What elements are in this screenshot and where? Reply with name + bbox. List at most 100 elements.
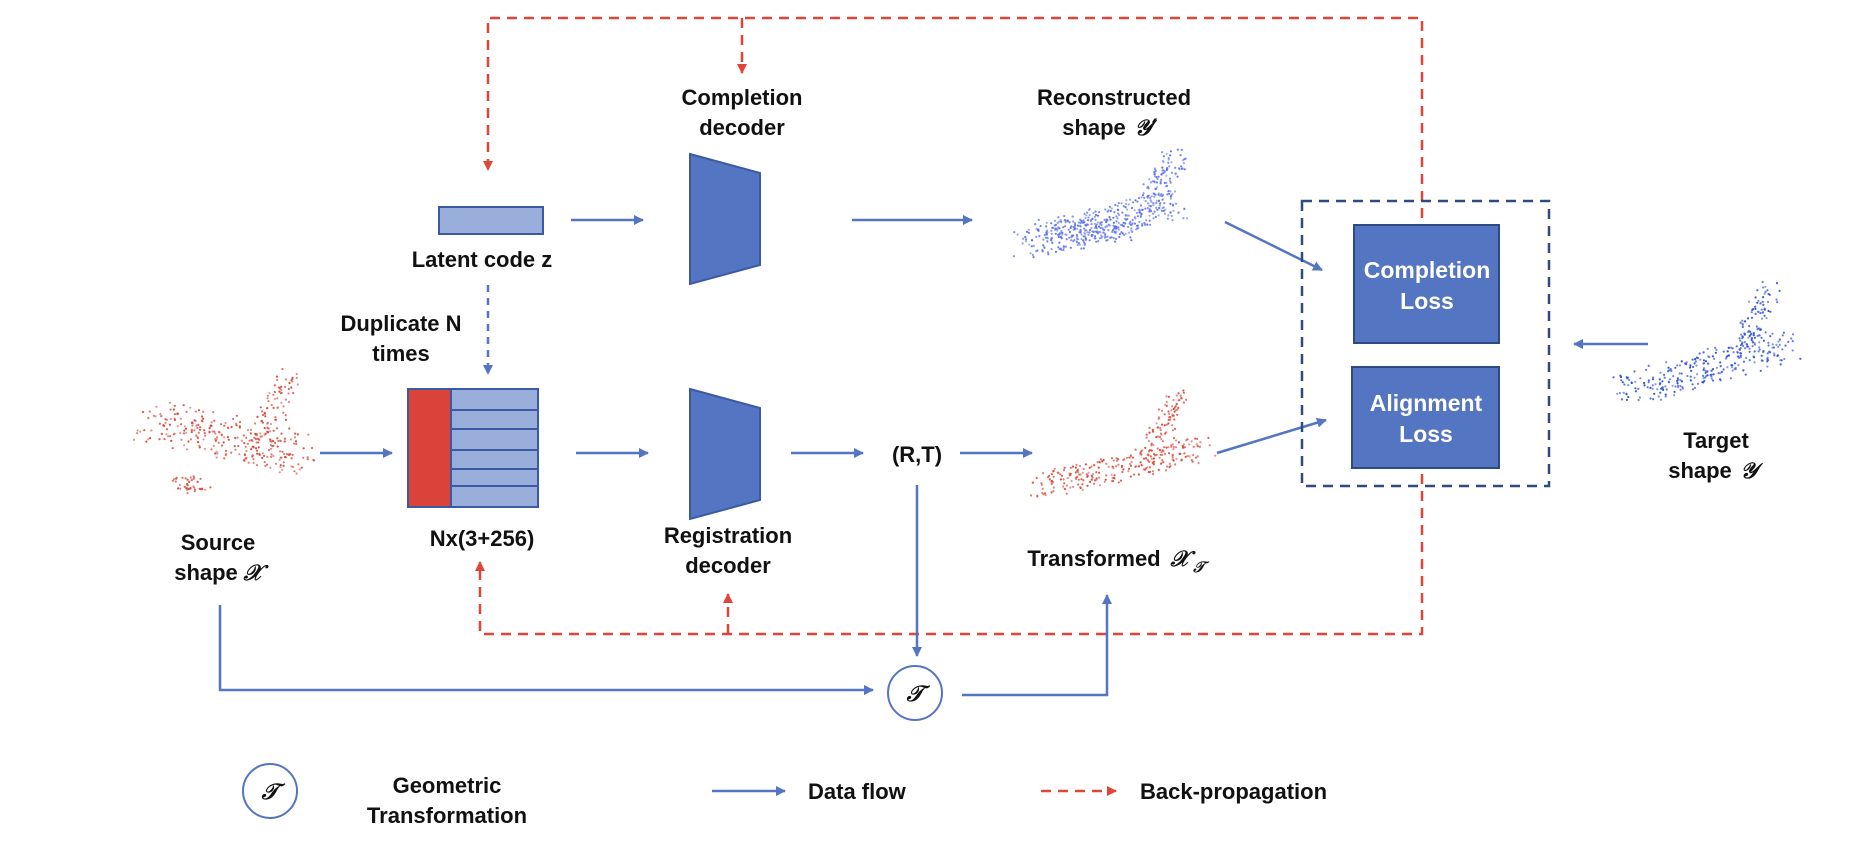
point: [1152, 204, 1155, 207]
point: [1147, 439, 1150, 442]
target-shape-label-2: shape: [1668, 458, 1732, 483]
point: [1060, 474, 1064, 477]
point: [1156, 177, 1159, 180]
point: [172, 408, 175, 411]
point: [1663, 373, 1666, 376]
point: [236, 436, 239, 439]
point: [1191, 460, 1194, 463]
point: [1077, 478, 1080, 481]
point: [182, 404, 185, 407]
point: [215, 456, 218, 459]
point: [1152, 217, 1155, 220]
point: [1691, 383, 1694, 386]
point: [1105, 218, 1108, 221]
point: [1706, 347, 1709, 350]
point: [1714, 351, 1717, 354]
point: [1052, 486, 1055, 489]
point: [1680, 372, 1683, 375]
point: [1115, 215, 1118, 218]
point: [1104, 226, 1107, 229]
point: [312, 458, 315, 461]
point: [1024, 240, 1027, 243]
point: [186, 483, 189, 486]
point: [1150, 442, 1153, 445]
point: [1750, 332, 1753, 335]
point: [1652, 398, 1655, 401]
point: [294, 432, 297, 435]
point: [1781, 348, 1784, 351]
point: [281, 468, 284, 471]
point: [1654, 383, 1657, 386]
point: [1627, 395, 1630, 399]
point: [1073, 226, 1076, 229]
point: [1124, 222, 1127, 225]
point: [1106, 210, 1109, 213]
point: [208, 427, 211, 430]
legend-data-flow-label: Data flow: [808, 779, 907, 804]
point: [1731, 369, 1734, 372]
point: [185, 410, 188, 413]
point: [1170, 171, 1173, 174]
point: [1124, 232, 1127, 235]
point: [1042, 472, 1045, 475]
point: [1125, 199, 1128, 202]
point: [1135, 465, 1138, 468]
point: [1147, 450, 1150, 453]
point: [1183, 446, 1186, 449]
point: [1098, 211, 1101, 214]
point: [1190, 458, 1193, 462]
point: [1715, 366, 1718, 369]
point: [1761, 311, 1765, 314]
point: [279, 439, 282, 442]
point: [227, 438, 230, 441]
point: [270, 455, 273, 458]
point: [1704, 369, 1707, 372]
point: [254, 422, 257, 425]
point: [1167, 214, 1170, 217]
point: [1659, 371, 1662, 374]
point: [278, 387, 281, 390]
point: [251, 439, 254, 443]
point: [1159, 182, 1162, 185]
point: [1676, 382, 1679, 385]
point: [1107, 229, 1110, 232]
point: [1702, 351, 1705, 354]
point: [1117, 209, 1120, 212]
point: [1181, 159, 1185, 162]
point: [1113, 477, 1116, 480]
point: [1114, 203, 1117, 206]
point: [1731, 366, 1734, 369]
point: [1699, 358, 1702, 361]
point: [291, 376, 294, 379]
point: [1741, 341, 1744, 344]
point: [1652, 376, 1655, 379]
point: [1081, 488, 1084, 491]
point: [1192, 445, 1195, 448]
point: [1071, 234, 1074, 237]
point: [1155, 181, 1159, 184]
point: [1111, 465, 1114, 468]
point: [267, 449, 271, 452]
point: [1123, 458, 1126, 461]
point: [163, 424, 166, 428]
point: [1164, 452, 1167, 455]
point: [148, 410, 151, 413]
point: [1042, 244, 1045, 247]
point: [224, 449, 227, 452]
point: [1127, 231, 1130, 234]
point: [158, 422, 161, 425]
point: [1693, 376, 1696, 379]
point: [191, 421, 194, 424]
point: [171, 447, 174, 450]
point: [1679, 388, 1682, 391]
registration-decoder-label-2: decoder: [685, 553, 771, 578]
point: [1160, 437, 1163, 441]
point: [1186, 454, 1189, 458]
point: [165, 428, 169, 431]
rt-label: (R,T): [892, 442, 942, 467]
point: [1093, 226, 1097, 229]
point: [1777, 345, 1780, 348]
point: [1756, 334, 1759, 337]
point: [261, 421, 264, 424]
point: [220, 433, 223, 436]
